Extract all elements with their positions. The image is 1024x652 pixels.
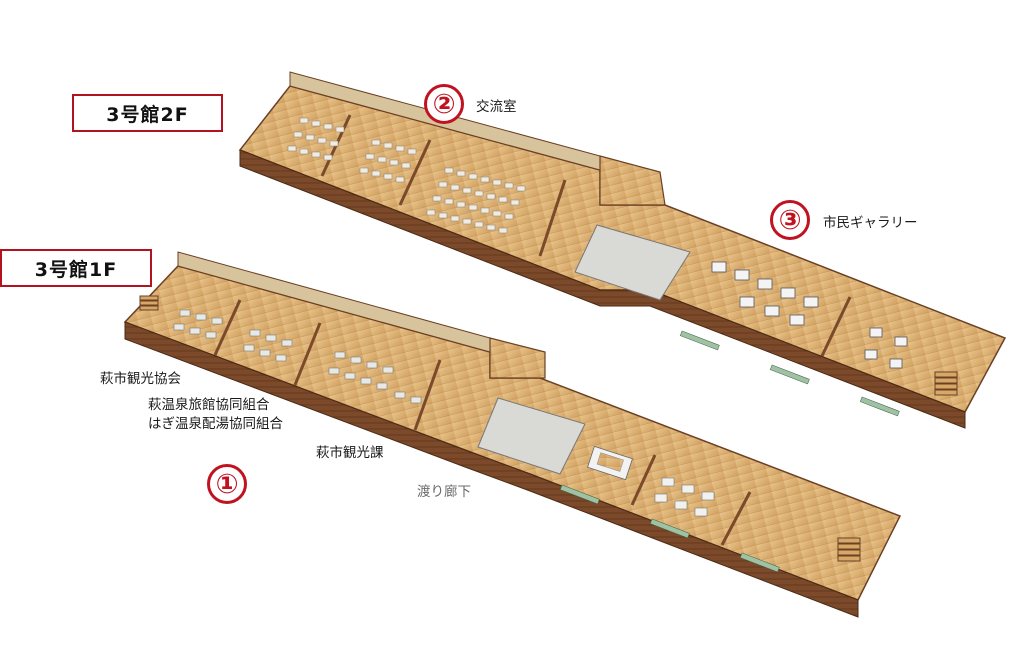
lower-front-wall: [124, 321, 859, 618]
lower-room-tables: [654, 477, 715, 517]
upper-desk-grid: [287, 117, 526, 234]
floor-badge-2f: 3号館2F: [72, 94, 223, 132]
label-kanko-ka: 萩市観光課: [316, 445, 384, 461]
marker-1: ①: [207, 464, 247, 504]
window-strips: [559, 330, 900, 573]
upper-front-wall: [239, 149, 966, 429]
label-koryushitsu: 交流室: [476, 99, 517, 115]
upper-stairs-right: [934, 371, 958, 396]
label-shimin-gallery: 市民ギャラリー: [823, 215, 918, 231]
label-haito-kumiai: はぎ温泉配湯協同組合: [148, 416, 283, 432]
upper-stair-annex: [599, 155, 666, 206]
label-kanko-kyokai: 萩市観光協会: [100, 371, 181, 387]
lower-office-furniture: [173, 309, 422, 404]
lower-corridor: [477, 397, 586, 475]
lower-stairs-right: [837, 537, 861, 562]
lower-stairs-left: [139, 295, 159, 311]
label-watari-roka: 渡り廊下: [417, 484, 471, 500]
floor-badge-1f: 3号館1F: [0, 249, 152, 287]
label-ryokan-kumiai: 萩温泉旅館協同組合: [148, 397, 270, 413]
gallery-panels: [711, 261, 908, 369]
upper-corridor: [574, 224, 691, 301]
meeting-table: [587, 445, 633, 481]
lower-floor-plan: [123, 251, 902, 618]
marker-3: ③: [770, 200, 810, 240]
marker-2: ②: [424, 84, 464, 124]
lower-stair-annex: [489, 337, 546, 379]
